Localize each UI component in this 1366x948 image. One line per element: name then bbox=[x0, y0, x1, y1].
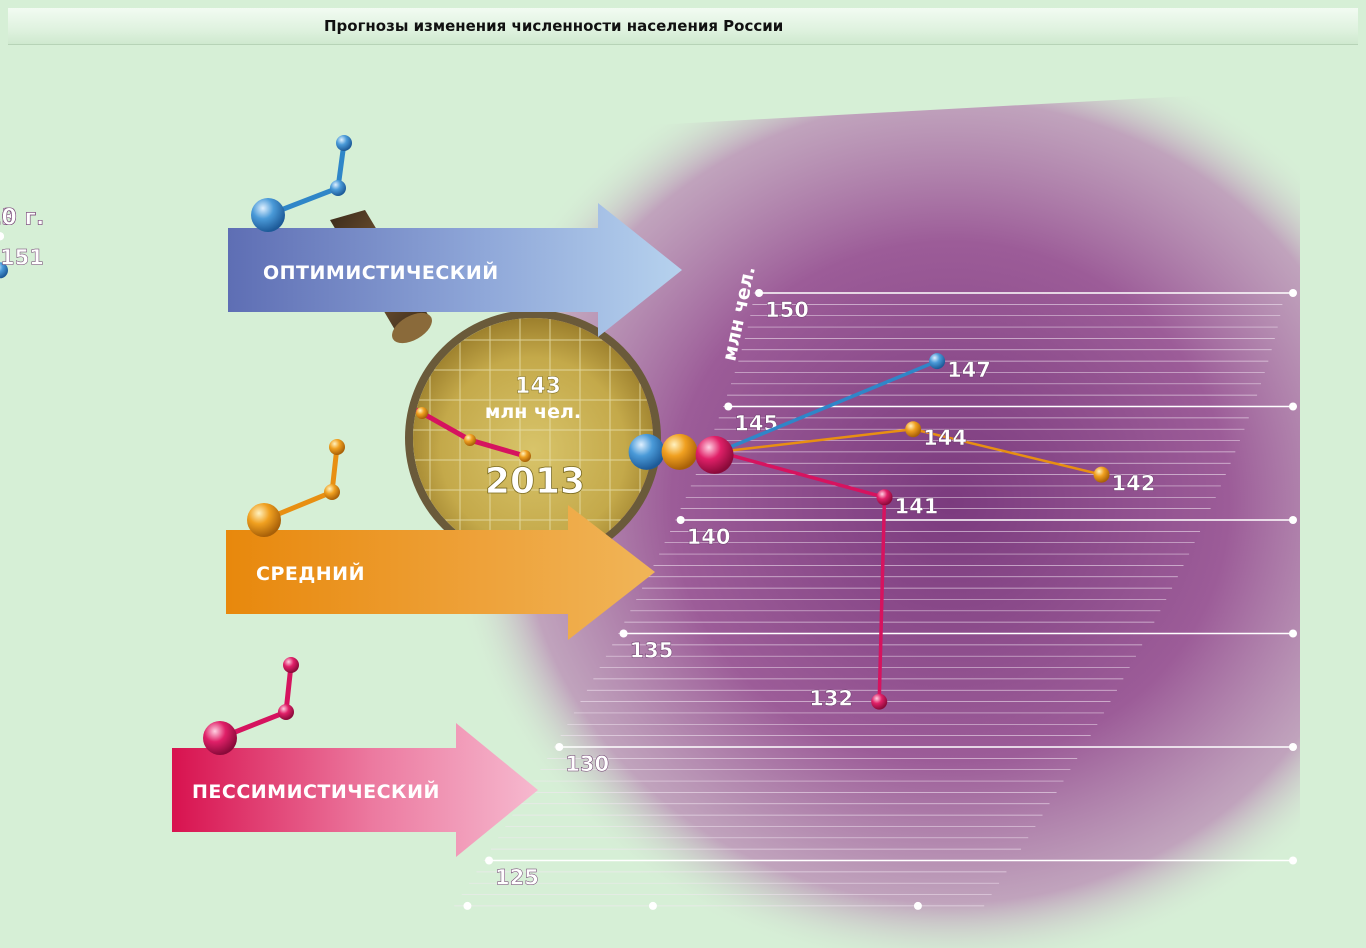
data-point bbox=[905, 421, 922, 438]
y-tick-lines bbox=[485, 289, 1297, 865]
legend-pessimistic: ПЕССИМИСТИЧЕСКИЙ bbox=[172, 723, 538, 857]
lens-year: 2013 bbox=[485, 461, 585, 502]
mini-chart-icon bbox=[247, 439, 345, 537]
mini-chart-icon bbox=[203, 657, 299, 755]
legend-label: СРЕДНИЙ bbox=[256, 562, 365, 585]
legend-medium: СРЕДНИЙ bbox=[226, 505, 655, 640]
y-axis-labels: 125 130 135 140 145 150 bbox=[495, 298, 809, 890]
start-point bbox=[661, 433, 698, 470]
data-point bbox=[929, 353, 946, 370]
legend-label: ПЕССИМИСТИЧЕСКИЙ bbox=[192, 780, 440, 803]
x-axis-labels: 2013 г.2020 г.2030 г. bbox=[0, 205, 45, 231]
x-tick-label: 2013 г. bbox=[0, 205, 44, 230]
y-tick-label: 145 bbox=[734, 412, 778, 436]
data-label: 142 bbox=[1112, 472, 1156, 496]
series-layer: 147 151 144 142 141 132 bbox=[0, 245, 1156, 711]
series-3: 141 132 bbox=[695, 435, 939, 711]
lens-value: 143 bbox=[515, 374, 561, 399]
x-tick-label: 2030 г. bbox=[0, 205, 44, 230]
arrow-icon bbox=[172, 723, 538, 857]
x-tick-label: 2020 г. bbox=[0, 205, 44, 230]
arrow-icon bbox=[228, 203, 682, 337]
data-point bbox=[0, 262, 8, 279]
y-tick-label: 150 bbox=[765, 298, 809, 322]
data-label: 151 bbox=[0, 245, 44, 269]
data-label: 132 bbox=[809, 687, 853, 711]
legend-optimistic: ОПТИМИСТИЧЕСКИЙ bbox=[228, 203, 682, 337]
mini-chart-icon bbox=[251, 135, 352, 232]
series-1: 147 151 bbox=[0, 245, 991, 470]
y-tick-label: 135 bbox=[630, 639, 674, 663]
y-tick-label: 125 bbox=[495, 866, 539, 890]
data-point bbox=[876, 489, 893, 506]
data-point bbox=[871, 693, 888, 710]
page-title: Прогнозы изменения численности населения… bbox=[324, 17, 784, 35]
start-point bbox=[695, 435, 734, 474]
arrow-icon bbox=[226, 505, 655, 640]
lens-unit: млн чел. bbox=[485, 401, 581, 423]
y-tick-label: 130 bbox=[565, 752, 609, 776]
data-label: 141 bbox=[895, 494, 939, 518]
series-2: 144 142 bbox=[661, 421, 1156, 496]
data-point bbox=[1093, 466, 1110, 483]
title-bar: Прогнозы изменения численности населения… bbox=[8, 8, 1358, 45]
data-label: 147 bbox=[947, 358, 991, 382]
legend-label: ОПТИМИСТИЧЕСКИЙ bbox=[263, 261, 499, 284]
y-tick-label: 140 bbox=[687, 525, 731, 549]
data-label: 144 bbox=[923, 426, 967, 450]
series-line bbox=[717, 359, 938, 454]
start-point bbox=[628, 433, 665, 470]
